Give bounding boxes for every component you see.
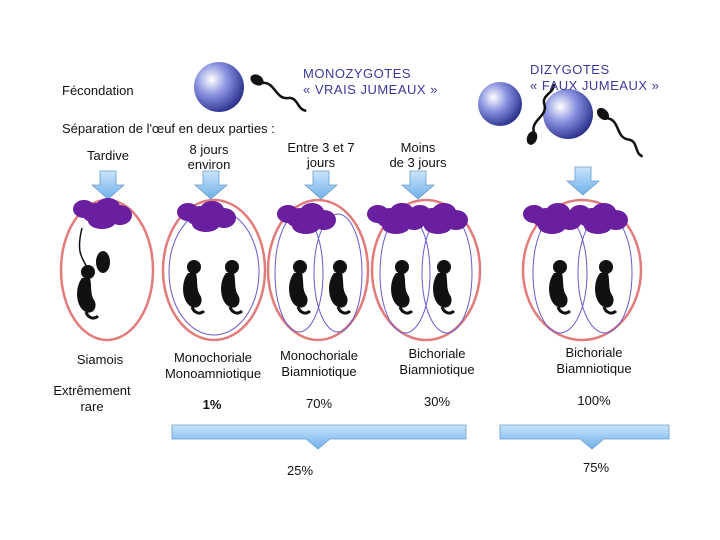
- type-label-siamois: Siamois: [76, 352, 124, 367]
- total-dizygotic: 75%: [582, 460, 610, 475]
- separation-label: Séparation de l'œuf en deux parties :: [62, 121, 275, 136]
- embryo-siamois: [59, 198, 155, 342]
- pct-siamois-line2: rare: [80, 399, 104, 414]
- pct-siamois: Extrêmement: [53, 383, 131, 398]
- monozygotic-subtitle: « VRAIS JUMEAUX »: [303, 82, 438, 97]
- timing-label-moins-3-line2: de 3 jours: [389, 155, 447, 170]
- embryo-mono-bi: [266, 198, 370, 342]
- type-label-mono-bi-line2: Biamniotique: [281, 364, 357, 379]
- bracket-dizygotic: [499, 424, 670, 450]
- type-label-bi-bi-line2: Biamniotique: [399, 362, 475, 377]
- timing-label-8-jours: 8 jours: [189, 142, 229, 157]
- timing-label-moins-3: Moins: [400, 140, 436, 155]
- type-label-bi-bi: Bichoriale: [408, 346, 466, 361]
- type-label-dizygotic: Bichoriale: [565, 345, 623, 360]
- arrow-down-3: [303, 170, 339, 200]
- type-label-mono-bi: Monochoriale: [279, 348, 359, 363]
- dizygotic-subtitle: « FAUX JUMEAUX »: [530, 78, 660, 93]
- type-label-mono-mono-line2: Monoamniotique: [164, 366, 262, 381]
- pct-mono-mono: 1%: [202, 397, 222, 412]
- embryo-dizygotic: [521, 198, 643, 342]
- timing-label-tardive: Tardive: [87, 148, 129, 163]
- embryo-bi-bi: [367, 198, 482, 342]
- type-label-dizygotic-line2: Biamniotique: [556, 361, 632, 376]
- egg-monozygotic: [194, 62, 244, 112]
- arrow-down-4: [400, 170, 436, 200]
- timing-label-8-jours-line2: environ: [187, 157, 231, 172]
- fecondation-label: Fécondation: [62, 83, 134, 98]
- timing-label-3-7-jours: Entre 3 et 7: [287, 140, 355, 155]
- arrow-down-1: [90, 170, 126, 200]
- egg-dizygotic-1: [478, 82, 522, 126]
- timing-label-3-7-jours-line2: jours: [306, 155, 336, 170]
- pct-bi-bi: 30%: [423, 394, 451, 409]
- monozygotic-title: MONOZYGOTES: [303, 66, 412, 81]
- pct-dizygotic: 100%: [577, 393, 611, 408]
- sperm-monozygotic: [247, 70, 311, 115]
- embryo-mono-mono: [161, 198, 267, 342]
- type-label-mono-mono: Monochoriale: [173, 350, 253, 365]
- arrow-down-5: [565, 166, 601, 196]
- bracket-monozygotic: [171, 424, 467, 450]
- total-monozygotic: 25%: [286, 463, 314, 478]
- sperm-dizygotic-2: [593, 104, 649, 160]
- arrow-down-2: [193, 170, 229, 200]
- pct-mono-bi: 70%: [305, 396, 333, 411]
- dizygotic-title: DIZYGOTES: [530, 62, 610, 77]
- egg-dizygotic-2: [543, 89, 593, 139]
